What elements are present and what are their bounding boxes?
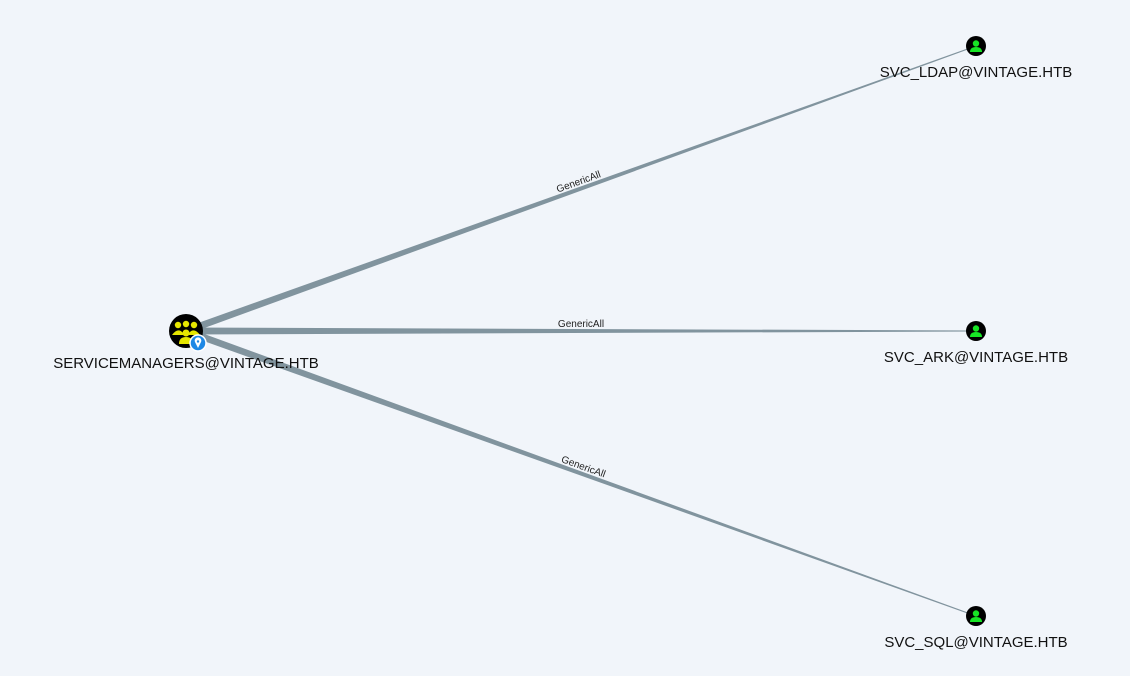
edge-line[interactable] bbox=[186, 327, 976, 335]
node-label-target[interactable]: SVC_SQL@VINTAGE.HTB bbox=[884, 634, 1068, 651]
user-icon[interactable] bbox=[966, 321, 986, 341]
node-label-target[interactable]: SVC_ARK@VINTAGE.HTB bbox=[883, 349, 1069, 366]
edge-line[interactable] bbox=[184, 45, 977, 335]
node-label-target[interactable]: SVC_LDAP@VINTAGE.HTB bbox=[879, 64, 1073, 81]
owned-marker-icon bbox=[189, 334, 207, 352]
node-label-source[interactable]: SERVICEMANAGERS@VINTAGE.HTB bbox=[53, 355, 319, 372]
edge-line[interactable] bbox=[184, 327, 977, 617]
user-icon[interactable] bbox=[966, 606, 986, 626]
user-icon[interactable] bbox=[966, 36, 986, 56]
edge-label[interactable]: GenericAll bbox=[558, 319, 604, 330]
